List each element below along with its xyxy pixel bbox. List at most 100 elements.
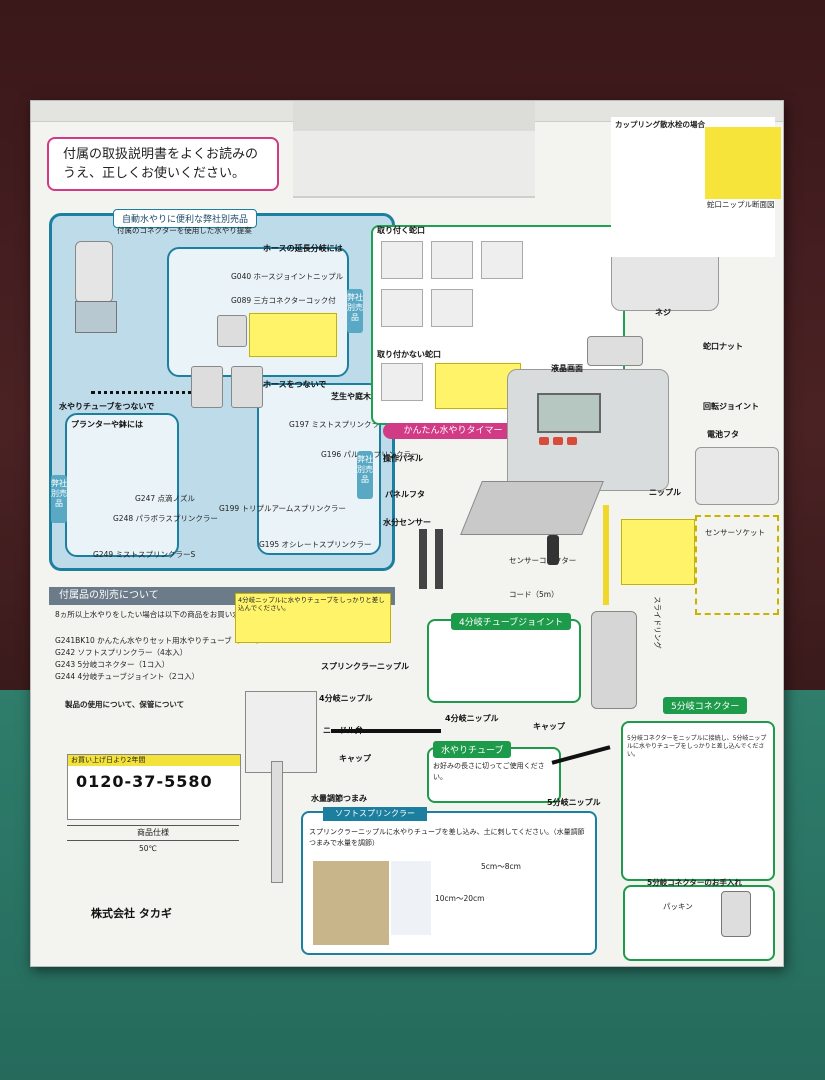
sensor-connector-label: センサーコネクター [509, 556, 577, 565]
sprinkler-nipple-label: スプリンクラーニップル [321, 662, 409, 671]
faucet-type-4 [381, 289, 423, 327]
water-knob-label: 水量調節つまみ [311, 794, 367, 803]
timer-illustration [75, 301, 117, 333]
box-flap-shadow [293, 101, 535, 131]
y-connector-illustration [217, 315, 247, 347]
four-nipple-label-2: 4分岐ニップル [445, 714, 499, 723]
accessories-title: 自動水やりに便利な弊社別売品 [113, 209, 258, 228]
hose-connect-label: ホースをつないで [263, 380, 327, 389]
faucet-type-1 [381, 241, 423, 279]
support-phone: 0120-37-5580 [76, 772, 213, 791]
side-tag-a: 弊社別売品 [347, 289, 363, 333]
hose-subpanel [167, 247, 349, 377]
panel-cover [460, 481, 604, 535]
cap-label-right: キャップ [533, 722, 565, 731]
g249-label: G249 ミストスプリンクラーS [93, 550, 196, 559]
faucet-type-6 [381, 363, 423, 401]
storage-heading: 製品の使用について、保管について [65, 700, 185, 709]
side-tag-c: 弊社別売品 [51, 475, 67, 523]
nipple-label: ニップル [649, 488, 681, 497]
connector-coupler [591, 611, 637, 709]
notice-text: 付属の取扱説明書をよくお読みのうえ、正しくお使いください。 [63, 147, 259, 181]
cord-label: コード（5m） [509, 590, 559, 599]
tube-note: お好みの長さに切ってご使用ください。 [433, 762, 545, 781]
support-box: お買い上げ日より2年間 0120-37-5580 [67, 754, 241, 820]
product-box: 付属の取扱説明書をよくお読みのうえ、正しくお使いください。 自動水やりに便利な弊… [30, 100, 784, 967]
g040-label: G040 ホースジョイントニップル [231, 272, 344, 281]
g199-label: G199 トリプルアームスプリンクラー [219, 504, 346, 513]
five-way-care-label: 5分岐コネクターのお手入れ [647, 878, 742, 887]
coupling-label: カップリング散水栓の場合 [615, 120, 705, 129]
sensor-socket-hatch [695, 515, 779, 615]
nut-label: 蛇口ナット [703, 342, 743, 351]
cap-label-left: キャップ [339, 754, 371, 763]
sensor-plug [547, 535, 559, 565]
support-header: お買い上げ日より2年間 [68, 755, 240, 766]
four-way-desc: 4分岐ニップルに水やりチューブをしっかりと差し込んでください。 [235, 593, 391, 643]
timer-button-2 [553, 437, 563, 445]
tube-path-dotted [91, 391, 211, 394]
faucet-not-fit-title: 取り付かない蛇口 [377, 350, 441, 359]
connect-arrow [603, 505, 609, 605]
faucet-type-5 [431, 289, 473, 327]
timer-button-3 [567, 437, 577, 445]
panel-cover-label: パネルフタ [385, 490, 425, 499]
five-way-care-illustration [721, 891, 751, 937]
timer-name-band: かんたん水やりタイマー [383, 423, 523, 439]
four-nipple-label: 4分岐ニップル [319, 694, 373, 703]
separate-items-intro: 8ヵ所以上水やりをしたい場合は以下の商品をお買い求めください。 [55, 610, 285, 619]
five-way-care-box [623, 885, 775, 961]
item-g241: G241BK10 かんたん水やりセット用水やりチューブ（10ｍ） [55, 636, 264, 645]
five-nipple-label: 5分岐ニップル [547, 798, 601, 807]
tube-connect-label: 水やりチューブをつないで [59, 402, 155, 411]
faucet-type-2 [431, 241, 473, 279]
connector-illustration-a [191, 366, 223, 408]
screw-label: ネジ [655, 308, 671, 317]
connector-illustration-b [231, 366, 263, 408]
soft-sprinkler-photo [313, 861, 389, 945]
storage-text [55, 715, 255, 751]
lcd-label: 液晶画面 [551, 364, 583, 373]
hose-note [249, 313, 337, 357]
timer-button-1 [539, 437, 549, 445]
connector-note [621, 519, 695, 585]
g247-label: G247 点滴ノズル [135, 494, 196, 503]
battery-cover-label: 電池フタ [707, 430, 739, 439]
packing-label: パッキン [663, 902, 693, 911]
soft-sprinkler-depth: 5cm〜8cm [481, 862, 521, 871]
rotary-label: 回転ジョイント [703, 402, 759, 411]
four-way-joint-tag: 4分岐チューブジョイント [451, 613, 572, 630]
moisture-sensor-prong [435, 529, 443, 589]
main-tube [331, 729, 441, 733]
soft-sprinkler-heading: ソフトスプリンクラー [323, 807, 427, 821]
g089-label: G089 三方コネクターコック付 [231, 296, 336, 305]
g195-label: G195 オシレートスプリンクラー [259, 540, 372, 549]
lcd-screen [537, 393, 601, 433]
side-tag-b: 弊社別売品 [357, 451, 373, 499]
tube-tag: 水やりチューブ [433, 741, 512, 758]
g197-label: G197 ミストスプリンクラー [289, 420, 387, 429]
usage-notice: 付属の取扱説明書をよくお読みのうえ、正しくお使いください。 [47, 137, 279, 191]
battery-cover [695, 447, 779, 505]
spray-photo [391, 861, 431, 935]
item-g244: G244 4分岐チューブジョイント（2コ入） [55, 672, 200, 681]
accessories-subtitle: 付属のコネクターを使用した水やり提案 [117, 226, 252, 235]
five-way-tag: 5分岐コネクター [663, 697, 748, 714]
soft-sprinkler-desc: スプリンクラーニップルに水やりチューブを差し込み、土に刺してください。（水量調節… [309, 828, 585, 847]
faucet-illustration [75, 241, 113, 303]
faucet-type-3 [481, 241, 523, 279]
rubber-packing-note [705, 127, 781, 199]
slide-ring-label: スライドリング [652, 596, 662, 649]
sensor-label: 水分センサー [383, 518, 431, 527]
four-way-joint-box [427, 619, 581, 703]
g248-label: G248 パラボラスプリンクラー [113, 514, 218, 523]
company-name: 株式会社 タカギ [91, 907, 172, 920]
spec-temp: 50℃ [139, 844, 157, 853]
item-g243: G243 5分岐コネクター（1コ入） [55, 660, 170, 669]
planter-subpanel [65, 413, 179, 557]
hose-extension-label: ホースの延長分岐には [263, 244, 343, 253]
five-way-desc: 5分岐コネクターをニップルに接続し、5分岐ニップルに水やりチューブをしっかりと差… [627, 735, 767, 781]
item-g242: G242 ソフトスプリンクラー（4本入） [55, 648, 188, 657]
planter-label: プランターや鉢には [71, 420, 143, 429]
soft-sprinkler-range: 10cm〜20cm [435, 894, 485, 903]
